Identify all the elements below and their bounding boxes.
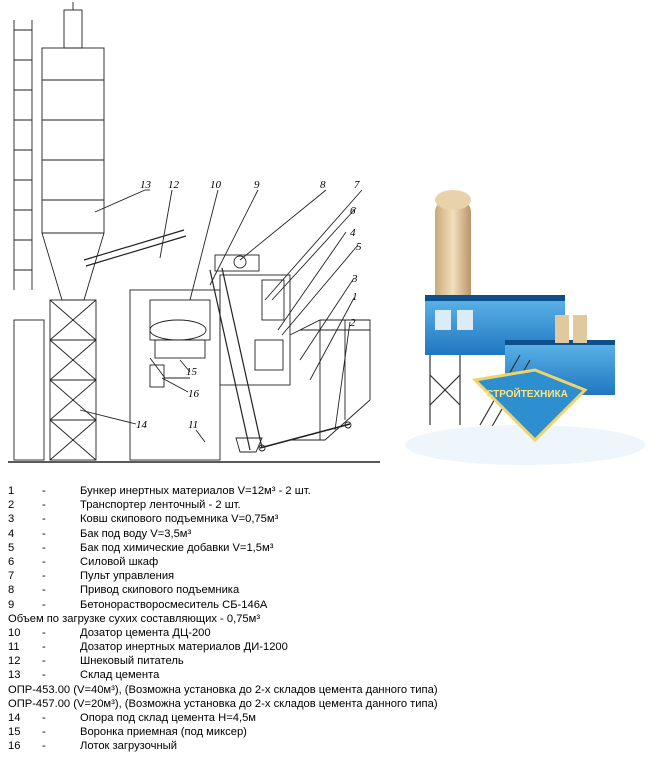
legend-text: Транспортер ленточный - 2 шт. <box>80 499 241 512</box>
legend-item: 6 - Силовой шкаф <box>8 555 658 569</box>
legend-dash: - <box>42 641 46 654</box>
legend-item: 13 - Склад цемента <box>8 668 658 682</box>
legend-dash: - <box>42 598 46 611</box>
legend-number: 1 <box>8 485 15 497</box>
legend-text: Пульт управления <box>80 570 175 583</box>
callout-4: 4 <box>350 227 356 239</box>
legend-dash: - <box>42 669 46 682</box>
legend-dash: - <box>42 527 46 540</box>
legend-text: Бак под химические добавки V=1,5м³ <box>80 541 274 554</box>
legend: 1 - Бункер инертных материалов V=12м³ - 2 … <box>8 484 658 754</box>
legend-number: 10 <box>8 626 21 639</box>
legend-number: 3 <box>8 513 15 526</box>
legend-number: 4 <box>8 527 15 540</box>
legend-item: 1 - Бункер инертных материалов V=12м³ - 2 … <box>8 484 658 498</box>
callout-1: 1 <box>352 291 358 303</box>
legend-item: 7 - Пульт управления <box>8 569 658 583</box>
legend-number: 16 <box>8 740 21 753</box>
legend-dash: - <box>42 499 46 512</box>
legend-item: 11 - Дозатор инертных материалов ДИ-1200 <box>8 640 658 654</box>
legend-number: 2 <box>8 499 15 512</box>
legend-number: 15 <box>8 726 21 739</box>
legend-dash: - <box>42 513 46 526</box>
legend-dash: - <box>42 584 46 597</box>
callout-11: 11 <box>188 419 198 431</box>
legend-dash: - <box>42 712 46 724</box>
legend-text: Дозатор инертных материалов ДИ-1200 <box>80 641 288 654</box>
legend-item: 8 - Привод скипового подъемника <box>8 583 658 597</box>
callout-8: 8 <box>320 179 326 191</box>
legend-item: 4 - Бак под воду V=3,5м³ <box>8 527 658 541</box>
legend-item: 14 - Опора под склад цемента Н=4,5м <box>8 711 658 725</box>
legend-number: 12 <box>8 655 21 668</box>
plant-technical-drawing: 13 12 10 9 8 7 6 4 5 3 1 2 15 16 14 11 <box>8 2 380 463</box>
callout-13: 13 <box>140 179 152 191</box>
legend-text: Бетонорастворосмеситель СБ-146А <box>80 598 268 611</box>
callout-14: 14 <box>136 419 148 431</box>
legend-item: 2 - Транспортер ленточный - 2 шт. <box>8 498 658 512</box>
callout-6: 6 <box>350 205 356 217</box>
legend-text: Дозатор цемента ДЦ-200 <box>80 626 211 639</box>
callout-9: 9 <box>254 179 260 191</box>
note-volume: Объем по загрузке сухих составляющих - 0… <box>8 612 261 625</box>
legend-dash: - <box>42 541 46 554</box>
silo <box>435 200 471 320</box>
callout-7: 7 <box>354 179 360 191</box>
legend-number: 9 <box>8 598 15 611</box>
legend-number: 13 <box>8 669 21 682</box>
note-opr453: ОПР-453.00 (V=40м³), (Возможна установка… <box>8 683 438 696</box>
logo-badge <box>471 368 588 443</box>
legend-dash: - <box>42 740 46 753</box>
legend-dash: - <box>42 626 46 639</box>
legend-text: Воронка приемная (под миксер) <box>80 726 247 739</box>
legend-text: Ковш скипового подъемника V=0,75м³ <box>80 513 279 526</box>
callout-5: 5 <box>356 241 362 253</box>
legend-item: 15 - Воронка приемная (под миксер) <box>8 725 658 739</box>
legend-dash: - <box>42 485 46 497</box>
legend-dash: - <box>42 655 46 668</box>
callout-2: 2 <box>350 317 356 329</box>
logo-badge-text: СТРОЙТЕХНИКА <box>486 387 568 400</box>
callout-10: 10 <box>210 179 222 191</box>
legend-text: Лоток загрузочный <box>80 740 177 753</box>
legend-item: 9 - Бетонорастворосмеситель СБ-146А <box>8 598 658 612</box>
legend-text: Шнековый питатель <box>80 655 184 668</box>
legend-item: 10 - Дозатор цемента ДЦ-200 <box>8 626 658 640</box>
legend-number: 5 <box>8 541 15 554</box>
legend-number: 8 <box>8 584 15 597</box>
note-opr457: ОПР-457.00 (V=20м³), (Возможна установка… <box>8 697 438 710</box>
legend-dash: - <box>42 555 46 568</box>
legend-number: 7 <box>8 570 15 583</box>
legend-text: Склад цемента <box>80 669 160 682</box>
callout-15: 15 <box>186 366 198 378</box>
legend-text: Бункер инертных материалов V=12м³ - 2 шт… <box>80 485 311 497</box>
legend-text: Привод скипового подъемника <box>80 584 240 597</box>
legend-dash: - <box>42 570 46 583</box>
legend-number: 11 <box>8 641 20 654</box>
callout-3: 3 <box>351 273 358 285</box>
legend-item: 3 - Ковш скипового подъемника V=0,75м³ <box>8 512 658 526</box>
legend-text: Силовой шкаф <box>80 555 159 568</box>
legend-text: Опора под склад цемента Н=4,5м <box>80 712 256 724</box>
legend-text: Бак под воду V=3,5м³ <box>80 527 192 540</box>
legend-item: 5 - Бак под химические добавки V=1,5м³ <box>8 541 658 555</box>
callout-12: 12 <box>168 179 180 191</box>
legend-number: 6 <box>8 555 15 568</box>
legend-item: 12 - Шнековый питатель <box>8 654 658 668</box>
legend-item: 16 - Лоток загрузочный <box>8 739 658 753</box>
legend-number: 14 <box>8 712 21 724</box>
legend-dash: - <box>42 726 46 739</box>
plant-illustration: СТРОЙТЕХНИКА <box>405 190 645 465</box>
callout-16: 16 <box>188 388 200 400</box>
